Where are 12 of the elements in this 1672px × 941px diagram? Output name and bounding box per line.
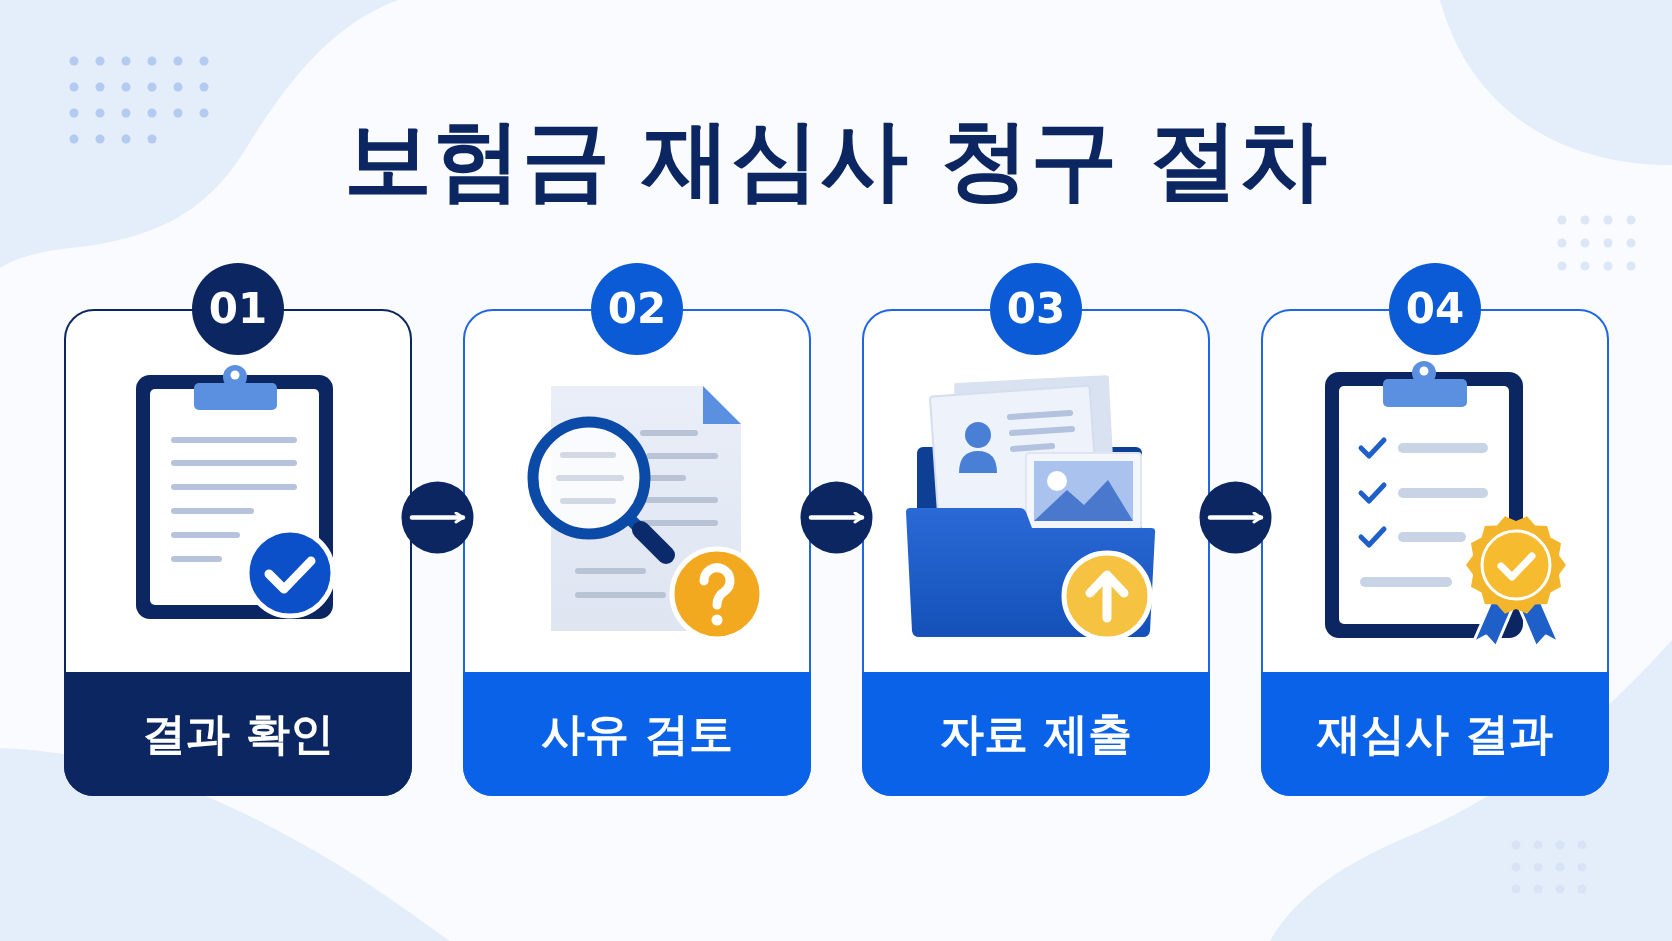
arrow xyxy=(409,511,466,524)
step-number: 02 xyxy=(591,263,683,355)
step-label: 사유 검토 xyxy=(463,672,811,796)
step-label: 결과 확인 xyxy=(64,672,412,796)
step-number: 01 xyxy=(192,263,284,355)
step-number: 04 xyxy=(1389,263,1481,355)
step-label: 재심사 결과 xyxy=(1261,672,1609,796)
arrow xyxy=(1207,511,1264,524)
title: 보험금 재심사 청구 절차 xyxy=(343,107,1329,213)
step-label: 자료 제출 xyxy=(862,672,1210,796)
step-number: 03 xyxy=(990,263,1082,355)
arrow xyxy=(808,511,865,524)
